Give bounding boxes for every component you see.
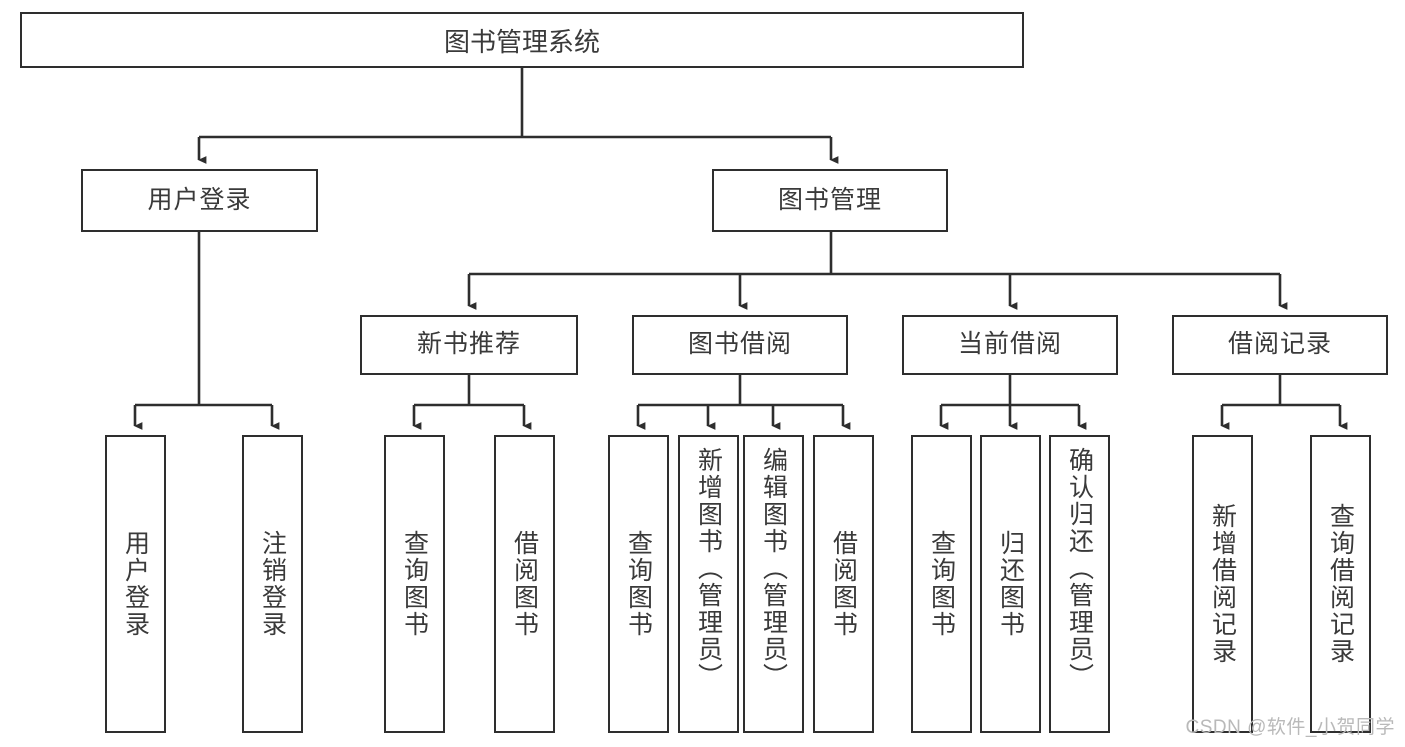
leaf-user-login-login[interactable]: 用户登录 — [105, 435, 166, 733]
leaf-record-add-record[interactable]: 新增借阅记录 — [1192, 435, 1253, 733]
node-book-borrow[interactable]: 图书借阅 — [632, 315, 848, 375]
node-label: 查询图书 — [624, 530, 653, 638]
node-borrow-record[interactable]: 借阅记录 — [1172, 315, 1388, 375]
node-label: 确认归还（管理员） — [1065, 447, 1094, 690]
leaf-borrow-borrow-book[interactable]: 借阅图书 — [813, 435, 874, 733]
node-root-system[interactable]: 图书管理系统 — [20, 12, 1024, 68]
node-label: 当前借阅 — [957, 330, 1062, 359]
node-label: 查询图书 — [400, 530, 429, 638]
leaf-borrow-query-book[interactable]: 查询图书 — [608, 435, 669, 733]
node-label: 图书管理 — [777, 185, 882, 214]
node-label: 新增借阅记录 — [1208, 503, 1237, 665]
node-label: 查询借阅记录 — [1326, 503, 1355, 665]
node-label: 用户登录 — [147, 185, 252, 214]
node-current-borrow[interactable]: 当前借阅 — [902, 315, 1118, 375]
node-book-management[interactable]: 图书管理 — [712, 169, 948, 232]
leaf-current-return-book[interactable]: 归还图书 — [980, 435, 1041, 733]
leaf-current-confirm-return-admin[interactable]: 确认归还（管理员） — [1049, 435, 1110, 733]
leaf-current-query-book[interactable]: 查询图书 — [911, 435, 972, 733]
node-label: 借阅记录 — [1227, 330, 1332, 359]
node-label: 图书借阅 — [687, 330, 792, 359]
node-label: 查询图书 — [927, 530, 956, 638]
node-label: 图书管理系统 — [443, 26, 600, 57]
leaf-borrow-edit-book-admin[interactable]: 编辑图书（管理员） — [743, 435, 804, 733]
node-label: 借阅图书 — [510, 530, 539, 638]
node-label: 注销登录 — [258, 530, 287, 638]
node-label: 编辑图书（管理员） — [759, 447, 788, 690]
node-label: 用户登录 — [121, 530, 150, 638]
node-label: 新增图书（管理员） — [694, 447, 723, 690]
node-label: 归还图书 — [996, 530, 1025, 638]
leaf-recommend-query-book[interactable]: 查询图书 — [384, 435, 445, 733]
leaf-user-login-logout[interactable]: 注销登录 — [242, 435, 303, 733]
node-label: 借阅图书 — [829, 530, 858, 638]
node-new-book-recommend[interactable]: 新书推荐 — [360, 315, 578, 375]
watermark: CSDN @软件_小贺同学 — [1185, 717, 1395, 738]
node-label: 新书推荐 — [416, 330, 521, 359]
leaf-record-query-record[interactable]: 查询借阅记录 — [1310, 435, 1371, 733]
leaf-recommend-borrow-book[interactable]: 借阅图书 — [494, 435, 555, 733]
node-user-login[interactable]: 用户登录 — [81, 169, 318, 232]
leaf-borrow-add-book-admin[interactable]: 新增图书（管理员） — [678, 435, 739, 733]
